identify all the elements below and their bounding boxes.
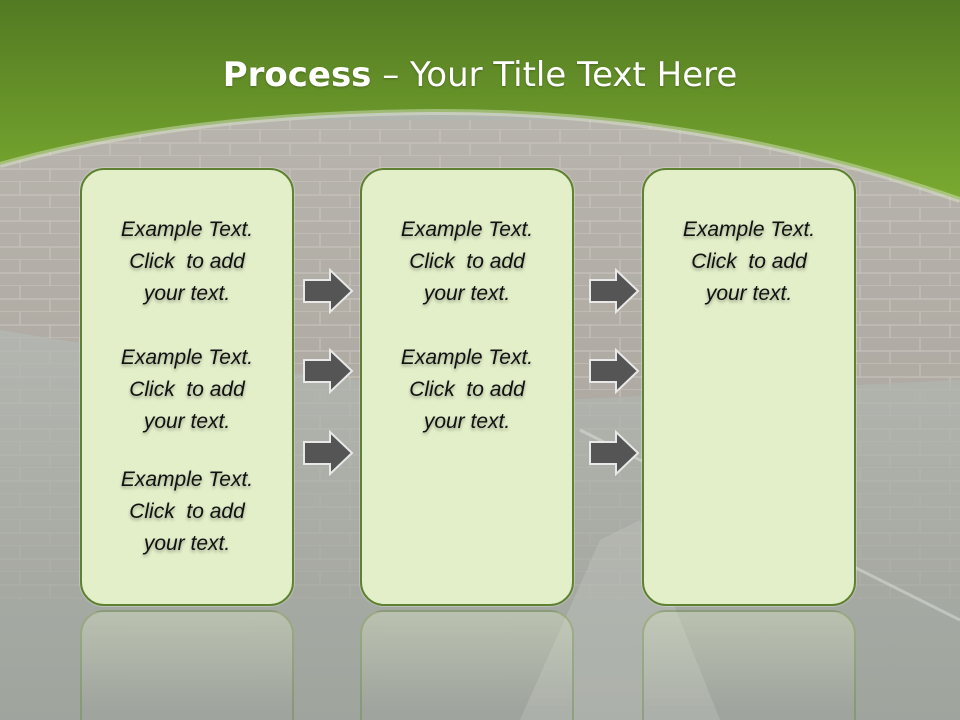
box-text-line: Click to add <box>409 250 525 273</box>
box-text-line: your text. <box>423 410 511 433</box>
box-text-block[interactable]: Example Text. Click to add your text. <box>82 464 292 560</box>
right-arrow-icon <box>589 348 640 394</box>
box-text-line: Click to add <box>409 378 525 401</box>
box-text-line: your text. <box>143 282 231 305</box>
box-text-line: your text. <box>143 410 231 433</box>
slide-title[interactable]: Process – Your Title Text Here <box>0 50 960 100</box>
box-text-block[interactable]: Example Text. Click to add your text. <box>644 214 854 310</box>
box-text-block[interactable]: Example Text. Click to add your text. <box>362 214 572 310</box>
box-text-line: Click to add <box>129 378 245 401</box>
box-text-line: Click to add <box>129 250 245 273</box>
box-text-block[interactable]: Example Text. Click to add your text. <box>82 214 292 310</box>
box-text-line: Example Text. <box>120 468 254 491</box>
box-text-block[interactable]: Example Text. Click to add your text. <box>362 342 572 438</box>
box-text-line: your text. <box>705 282 793 305</box>
box-text-line: Example Text. <box>400 346 534 369</box>
box-reflection <box>642 610 856 720</box>
box-reflection <box>80 610 294 720</box>
right-arrow-icon <box>303 430 354 476</box>
box-text-line: Example Text. <box>120 346 254 369</box>
box-text-line: Click to add <box>129 500 245 523</box>
box-text-line: Click to add <box>691 250 807 273</box>
right-arrow-icon <box>589 430 640 476</box>
right-arrow-icon <box>303 268 354 314</box>
box-text-line: Example Text. <box>682 218 816 241</box>
title-bold-part: Process <box>222 55 372 95</box>
box-text-line: your text. <box>143 532 231 555</box>
box-reflection <box>360 610 574 720</box>
box-text-line: your text. <box>423 282 511 305</box>
right-arrow-icon <box>589 268 640 314</box>
box-text-line: Example Text. <box>400 218 534 241</box>
title-rest-part: – Your Title Text Here <box>371 55 738 95</box>
right-arrow-icon <box>303 348 354 394</box>
process-box-3[interactable]: Example Text. Click to add your text. <box>642 168 856 606</box>
box-text-line: Example Text. <box>120 218 254 241</box>
box-text-block[interactable]: Example Text. Click to add your text. <box>82 342 292 438</box>
